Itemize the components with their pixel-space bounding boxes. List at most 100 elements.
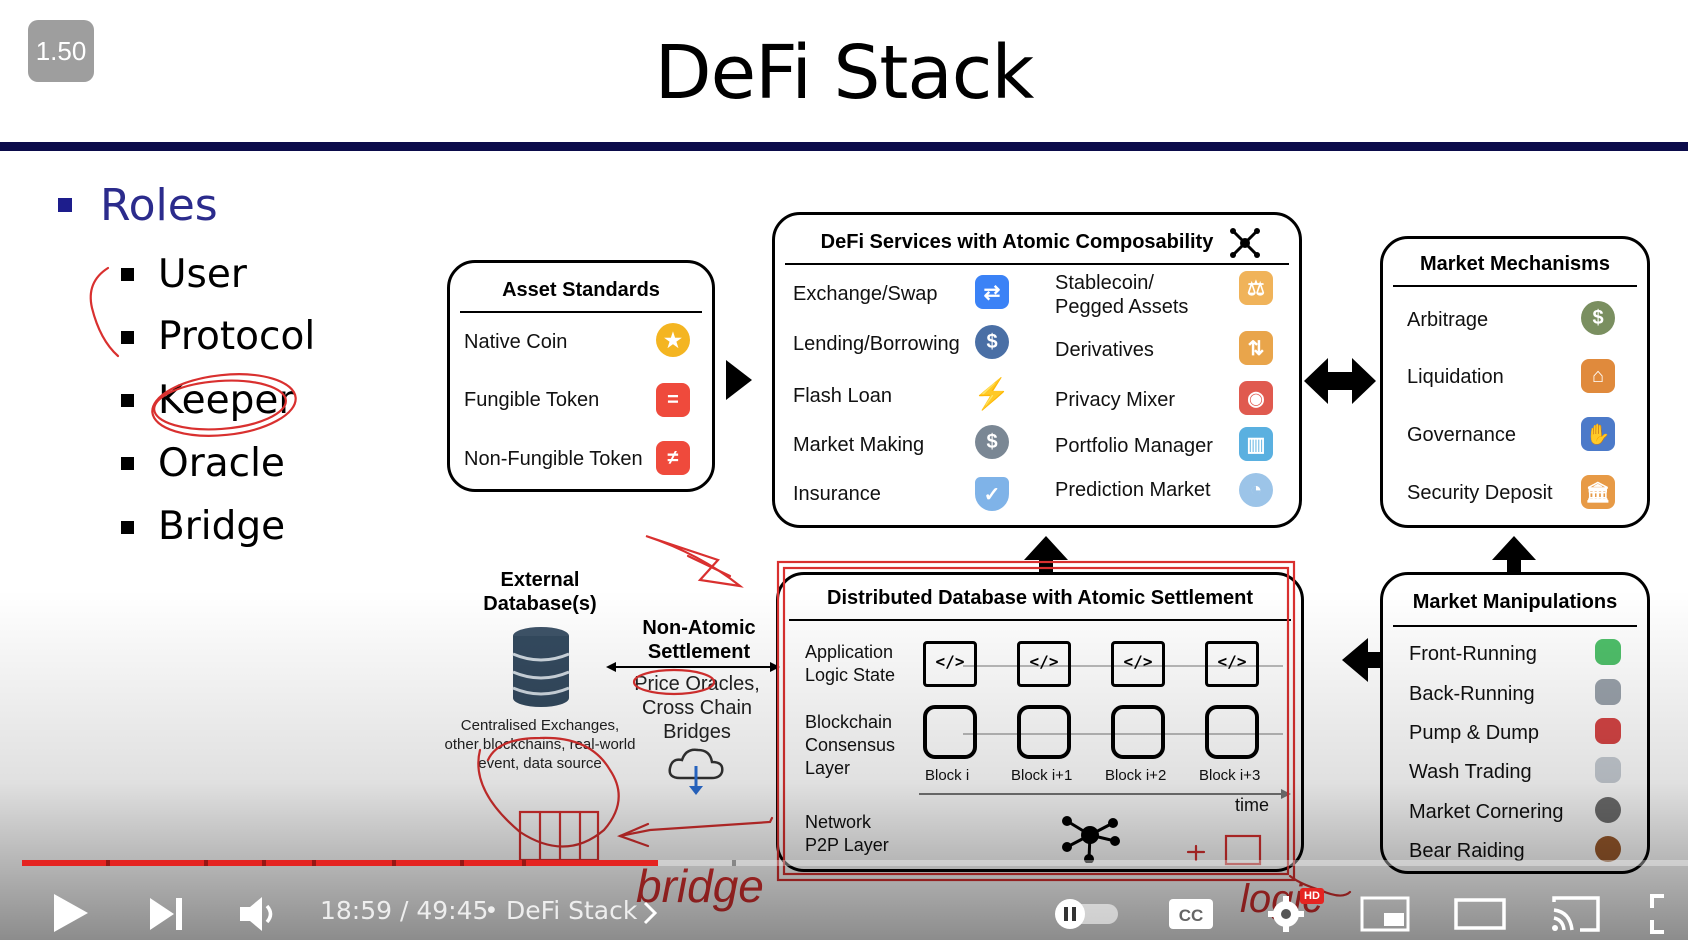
manipulation-back-running: Back-Running bbox=[1409, 683, 1535, 705]
arrow-up-stem bbox=[1507, 558, 1521, 572]
role-protocol: Protocol bbox=[158, 314, 316, 359]
theater-icon[interactable] bbox=[1454, 898, 1506, 930]
arrow-right bbox=[726, 360, 752, 400]
chain-link-line bbox=[963, 665, 1283, 667]
service-stablecoin: Stablecoin/ Pegged Assets bbox=[1055, 272, 1189, 318]
arrow-up bbox=[1024, 536, 1068, 560]
chapter-dot: • bbox=[487, 896, 496, 924]
non-atomic-settlement-title: Non-Atomic Settlement bbox=[642, 617, 756, 663]
title-divider bbox=[0, 142, 1688, 151]
lending-icon: $ bbox=[975, 325, 1009, 359]
fullscreen-icon[interactable] bbox=[1650, 894, 1688, 934]
manipulation-bear-raiding: Bear Raiding bbox=[1409, 840, 1525, 862]
chapter-marker bbox=[392, 860, 396, 866]
manipulation-front-running: Front-Running bbox=[1409, 643, 1537, 665]
roles-bullet bbox=[58, 198, 72, 212]
network-icon bbox=[1230, 228, 1260, 258]
role-bullet bbox=[121, 331, 134, 344]
mixer-icon: ◉ bbox=[1239, 381, 1273, 415]
chapter-title[interactable]: DeFi Stack bbox=[506, 896, 638, 925]
gas-can-icon bbox=[1595, 718, 1621, 744]
chapter-marker bbox=[460, 860, 464, 866]
chapter-marker bbox=[522, 860, 526, 866]
role-bridge: Bridge bbox=[158, 504, 286, 549]
code-icon: </> bbox=[1111, 641, 1165, 687]
volume-icon[interactable] bbox=[238, 894, 282, 934]
distributed-database-box: Distributed Database with Atomic Settlem… bbox=[776, 572, 1304, 872]
faucet-icon: $ bbox=[975, 425, 1009, 459]
double-arrow bbox=[1304, 358, 1376, 404]
box-divider bbox=[785, 263, 1289, 265]
distributed-database-title: Distributed Database with Atomic Settlem… bbox=[827, 587, 1253, 609]
time-label: time bbox=[1235, 795, 1270, 815]
crystal-ball-icon: ◔ bbox=[1239, 473, 1273, 507]
next-icon[interactable] bbox=[148, 896, 184, 932]
bathtub-icon bbox=[1595, 757, 1621, 783]
chapter-marker bbox=[312, 860, 316, 866]
box-divider bbox=[789, 619, 1291, 621]
arbitrage-icon: $ bbox=[1581, 301, 1615, 335]
coin-icon: ★ bbox=[656, 323, 690, 357]
block-square bbox=[923, 705, 977, 759]
asset-item-native-coin: Native Coin bbox=[464, 331, 568, 353]
role-bullet bbox=[121, 457, 134, 470]
swap-icon: ⇄ bbox=[975, 275, 1009, 309]
service-privacy-mixer: Privacy Mixer bbox=[1055, 389, 1176, 411]
cast-icon[interactable] bbox=[1550, 894, 1602, 934]
arrow-left bbox=[1342, 638, 1368, 682]
time-separator: / bbox=[392, 896, 417, 925]
code-icon: </> bbox=[1017, 641, 1071, 687]
arrow-left-stem bbox=[1366, 652, 1380, 668]
progress-bar[interactable] bbox=[22, 860, 1688, 866]
box-divider bbox=[1393, 285, 1637, 287]
miniplayer-icon[interactable] bbox=[1360, 896, 1410, 932]
bidirectional-arrow bbox=[606, 662, 780, 672]
autoplay-toggle-icon[interactable] bbox=[1052, 898, 1122, 930]
mechanism-security-deposit: Security Deposit bbox=[1407, 482, 1553, 504]
arrow-up bbox=[1492, 536, 1536, 560]
annotation-bridge: bridge bbox=[636, 860, 764, 912]
defi-services-title: DeFi Services with Atomic Composability bbox=[820, 231, 1214, 253]
cloud-download-icon bbox=[668, 748, 724, 795]
derivatives-icon: ⇅ bbox=[1239, 331, 1273, 365]
market-manipulations-box: Market Manipulations Front-Running Back-… bbox=[1380, 572, 1650, 874]
manipulation-wash-trading: Wash Trading bbox=[1409, 761, 1532, 783]
chapter-marker bbox=[106, 860, 110, 866]
role-oracle: Oracle bbox=[158, 441, 285, 486]
p2p-network-icon bbox=[1062, 816, 1120, 863]
block-label: Block i+1 bbox=[1011, 767, 1073, 784]
pen-strokes bbox=[89, 266, 1352, 897]
svg-text:CC: CC bbox=[1179, 906, 1204, 925]
code-icon: </> bbox=[923, 641, 977, 687]
defi-services-box: DeFi Services with Atomic Composability … bbox=[772, 212, 1302, 528]
progress-played bbox=[22, 860, 659, 866]
asset-standards-title: Asset Standards bbox=[502, 279, 660, 301]
water-gun-icon bbox=[1595, 639, 1621, 665]
mechanism-liquidation: Liquidation bbox=[1407, 366, 1504, 388]
service-market-making: Market Making bbox=[793, 434, 925, 456]
block-label: Block i+2 bbox=[1105, 767, 1167, 784]
block-square bbox=[1017, 705, 1071, 759]
service-insurance: Insurance bbox=[793, 483, 881, 505]
portfolio-chart-icon: ▥ bbox=[1239, 427, 1273, 461]
bank-icon: 🏛 bbox=[1581, 475, 1615, 509]
box-divider bbox=[1393, 625, 1637, 627]
play-icon[interactable] bbox=[52, 892, 90, 934]
box-divider bbox=[460, 311, 702, 313]
market-mechanisms-title: Market Mechanisms bbox=[1419, 253, 1611, 275]
asset-item-fungible-token: Fungible Token bbox=[464, 389, 600, 411]
layer-application-logic: Application Logic State bbox=[805, 642, 896, 685]
market-manipulations-title: Market Manipulations bbox=[1412, 591, 1618, 613]
liquidation-icon: ⌂ bbox=[1581, 359, 1615, 393]
roles-heading: Roles bbox=[100, 180, 218, 231]
hd-badge: HD bbox=[1300, 888, 1324, 904]
chevron-right-icon[interactable] bbox=[642, 900, 658, 926]
cc-icon[interactable]: CC bbox=[1168, 898, 1214, 930]
block-square bbox=[1111, 705, 1165, 759]
settings-icon[interactable] bbox=[1266, 894, 1306, 934]
code-icon: </> bbox=[1205, 641, 1259, 687]
bear-icon bbox=[1595, 836, 1621, 862]
playback-speed-badge: 1.50 bbox=[28, 20, 94, 82]
